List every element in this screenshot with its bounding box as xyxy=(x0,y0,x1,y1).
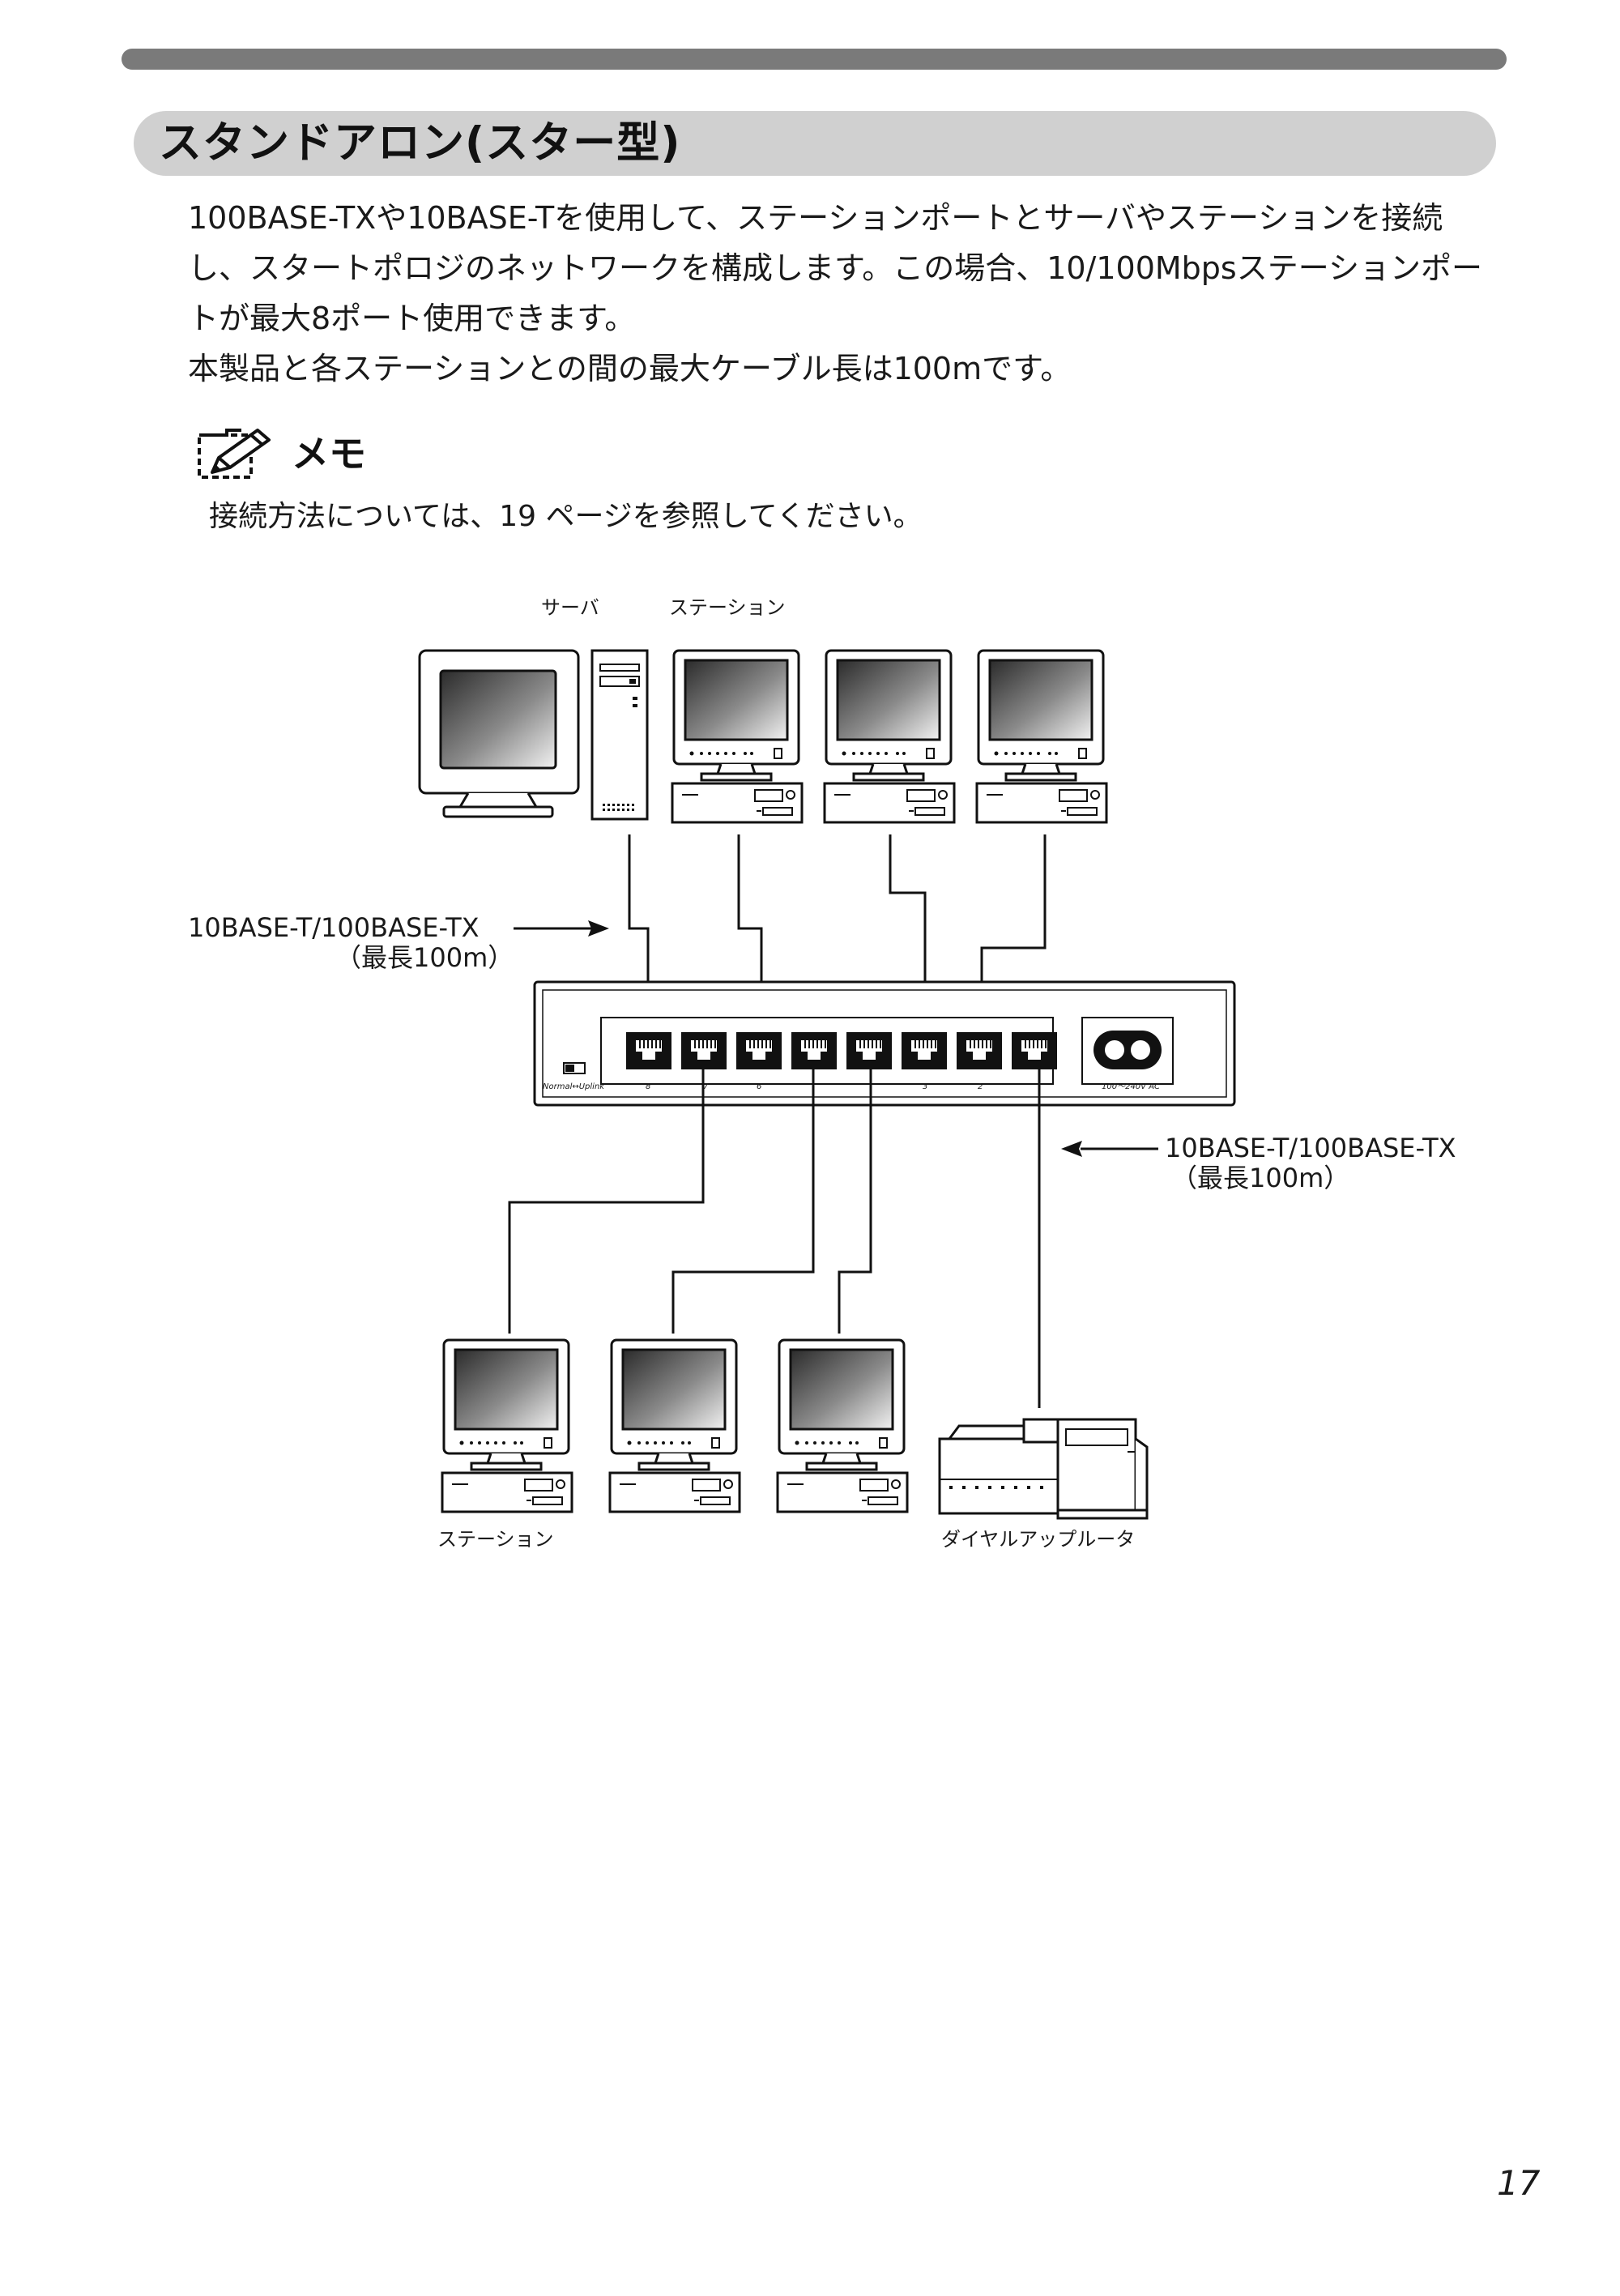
cable-label-left-line1: 10BASE-T/100BASE-TX xyxy=(188,912,480,943)
server-tower xyxy=(590,649,649,821)
cable-label-left-line2: （最長100m） xyxy=(335,942,514,973)
label-stations-top: ステーション xyxy=(669,596,786,619)
port-label-3: 3 xyxy=(923,1082,927,1091)
body-text: 100BASE-TXや10BASE-Tを使用して、ステーションポートとサーバやス… xyxy=(188,193,1500,394)
label-server: サーバ xyxy=(541,596,599,619)
port-7 xyxy=(680,1031,727,1070)
port-6 xyxy=(735,1031,782,1070)
mode-switch-label: Normal↔Uplink xyxy=(543,1082,605,1091)
label-stations-bottom: ステーション xyxy=(437,1528,554,1551)
station-top-3 xyxy=(975,649,1108,824)
dialup-router xyxy=(938,1418,1149,1520)
label-dialup-router: ダイヤルアップルータ xyxy=(941,1528,1135,1551)
station-bottom-3 xyxy=(776,1338,909,1513)
port-2 xyxy=(956,1031,1003,1070)
port-label-2: 2 xyxy=(978,1082,983,1091)
port-label-6: 6 xyxy=(757,1082,761,1091)
power-inlet-icon xyxy=(1094,1031,1162,1069)
station-top-1 xyxy=(671,649,804,824)
cable-label-right-line2: （最長100m） xyxy=(1171,1163,1349,1193)
switching-hub: Normal↔Uplink 8 7 6 3 2 100〜240V AC xyxy=(533,980,1236,1107)
page-number: 17 xyxy=(1497,2163,1541,2203)
body-paragraph-2: 本製品と各ステーションとの間の最大ケーブル長は100mです。 xyxy=(188,351,1072,386)
port-5 xyxy=(791,1031,838,1070)
memo-label: メモ xyxy=(292,432,366,476)
cable-label-right-line1: 10BASE-T/100BASE-TX xyxy=(1165,1133,1456,1163)
arrow-left-icon xyxy=(1061,1141,1158,1157)
port-8 xyxy=(625,1031,672,1070)
mode-switch-icon xyxy=(563,1062,586,1074)
network-diagram: サーバ ステーション 10BASE-T/100BASE-TX （最長 xyxy=(188,596,1456,1551)
port-1 xyxy=(1011,1031,1058,1070)
port-label-7: 7 xyxy=(703,1082,709,1091)
top-rule xyxy=(122,49,1507,70)
memo-pencil-icon xyxy=(198,429,271,479)
station-bottom-1 xyxy=(441,1338,573,1513)
cables-bottom xyxy=(508,1069,1041,1408)
port-label-8: 8 xyxy=(646,1082,650,1091)
port-4 xyxy=(846,1031,893,1070)
server-monitor xyxy=(418,649,580,818)
body-paragraph-1: 100BASE-TXや10BASE-Tを使用して、ステーションポートとサーバやス… xyxy=(188,200,1482,336)
arrow-right-icon xyxy=(514,920,609,937)
station-top-2 xyxy=(823,649,956,824)
port-3 xyxy=(901,1031,948,1070)
memo-text: 接続方法については、19 ページを参照してください。 xyxy=(209,500,923,533)
heading-band xyxy=(134,111,1496,176)
power-label: 100〜240V AC xyxy=(1102,1082,1160,1091)
station-bottom-2 xyxy=(608,1338,741,1513)
section-heading: スタンドアロン(スター型) xyxy=(159,118,681,168)
